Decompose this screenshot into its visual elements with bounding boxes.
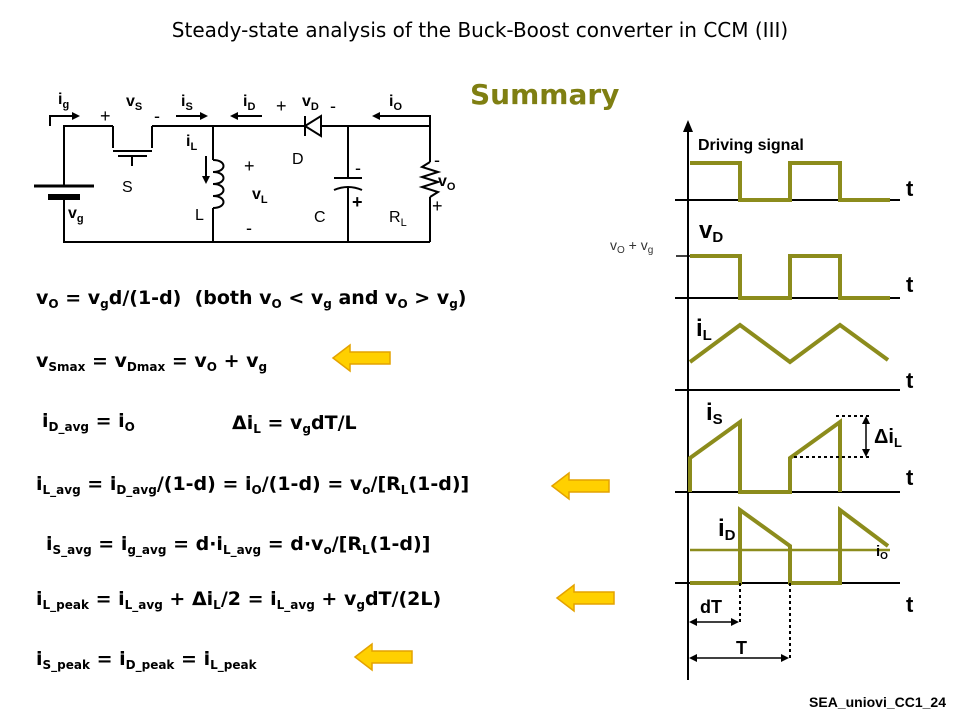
- is-label: iS: [181, 93, 193, 113]
- vd-wave-label: vD: [699, 217, 723, 246]
- vs-plus: +: [100, 106, 111, 126]
- eq-is-avg: iS_avg = ig_avg = d·iL_avg = d·vo/[RL(1-…: [46, 533, 431, 557]
- delta-il-label: ΔiL: [874, 426, 902, 450]
- c-minus: -: [355, 158, 361, 178]
- id-label: iD: [243, 93, 255, 113]
- eq-id-avg: iD_avg = iO: [42, 410, 135, 434]
- d-label: D: [292, 151, 304, 168]
- vo-plus: +: [432, 196, 443, 216]
- summary-heading: Summary: [470, 78, 620, 111]
- buck-boost-circuit: ig vS iS iD vD iO iL vL vO vg RL S L D C…: [34, 91, 456, 243]
- eq-is-peak: iS_peak = iD_peak = iL_peak: [36, 648, 257, 672]
- vg-label: vg: [68, 205, 84, 225]
- T-label: T: [736, 638, 747, 658]
- t-label-2: t: [906, 272, 914, 297]
- arrow-il-peak: [555, 583, 615, 613]
- vo-label: vO: [438, 173, 456, 193]
- s-label: S: [122, 179, 133, 196]
- eq-il-avg: iL_avg = iD_avg/(1-d) = iO/(1-d) = vo/[R…: [36, 473, 470, 497]
- c-plus: +: [352, 192, 363, 212]
- l-label: L: [195, 207, 204, 224]
- vd-plus: +: [276, 96, 287, 116]
- is-wave: [688, 418, 842, 494]
- il-label: iL: [186, 133, 197, 153]
- arrow-il-avg: [550, 471, 610, 501]
- id-wave-label: iD: [718, 515, 736, 544]
- t-label-4: t: [906, 465, 914, 490]
- vo-vg-label: vO + vg: [610, 237, 653, 256]
- arrow-vsmax: [331, 343, 391, 373]
- footer-code: SEA_uniovi_CC1_24: [809, 694, 946, 710]
- il-wave: [688, 322, 890, 365]
- io-label: iO: [389, 93, 402, 113]
- t-label-5: t: [906, 592, 914, 617]
- vl-plus: +: [244, 156, 255, 176]
- slide-title: Steady-state analysis of the Buck-Boost …: [171, 18, 789, 42]
- vs-label: vS: [126, 93, 142, 113]
- t-label-1: t: [906, 176, 914, 201]
- il-wave-label: iL: [696, 315, 712, 344]
- id-wave: [690, 506, 890, 585]
- eq-vo: vO = vgd/(1-d) (both vO < vg and vO > vg…: [36, 287, 467, 311]
- rl-label: RL: [389, 209, 407, 229]
- vd-wave: [690, 254, 890, 300]
- vo-minus: -: [434, 150, 440, 170]
- io-wave-label: iO: [876, 543, 888, 562]
- is-wave-label: iS: [706, 399, 723, 428]
- eq-il-peak: iL_peak = iL_avg + ΔiL/2 = iL_avg + vgdT…: [36, 588, 442, 612]
- c-label: C: [314, 209, 326, 226]
- vs-minus: -: [154, 106, 160, 126]
- eq-delta-il: ΔiL = vgdT/L: [232, 412, 357, 436]
- vd-minus: -: [330, 96, 336, 116]
- vl-minus: -: [246, 218, 252, 238]
- dT-label: dT: [700, 597, 722, 617]
- arrow-is-peak: [353, 642, 413, 672]
- ig-label: ig: [58, 91, 69, 111]
- driving-signal-label: Driving signal: [698, 137, 804, 154]
- eq-vsmax: vSmax = vDmax = vO + vg: [36, 350, 268, 374]
- vl-label: vL: [252, 186, 268, 206]
- vd-label: vD: [302, 93, 319, 113]
- t-label-3: t: [906, 368, 914, 393]
- driving-signal-wave: [690, 161, 890, 202]
